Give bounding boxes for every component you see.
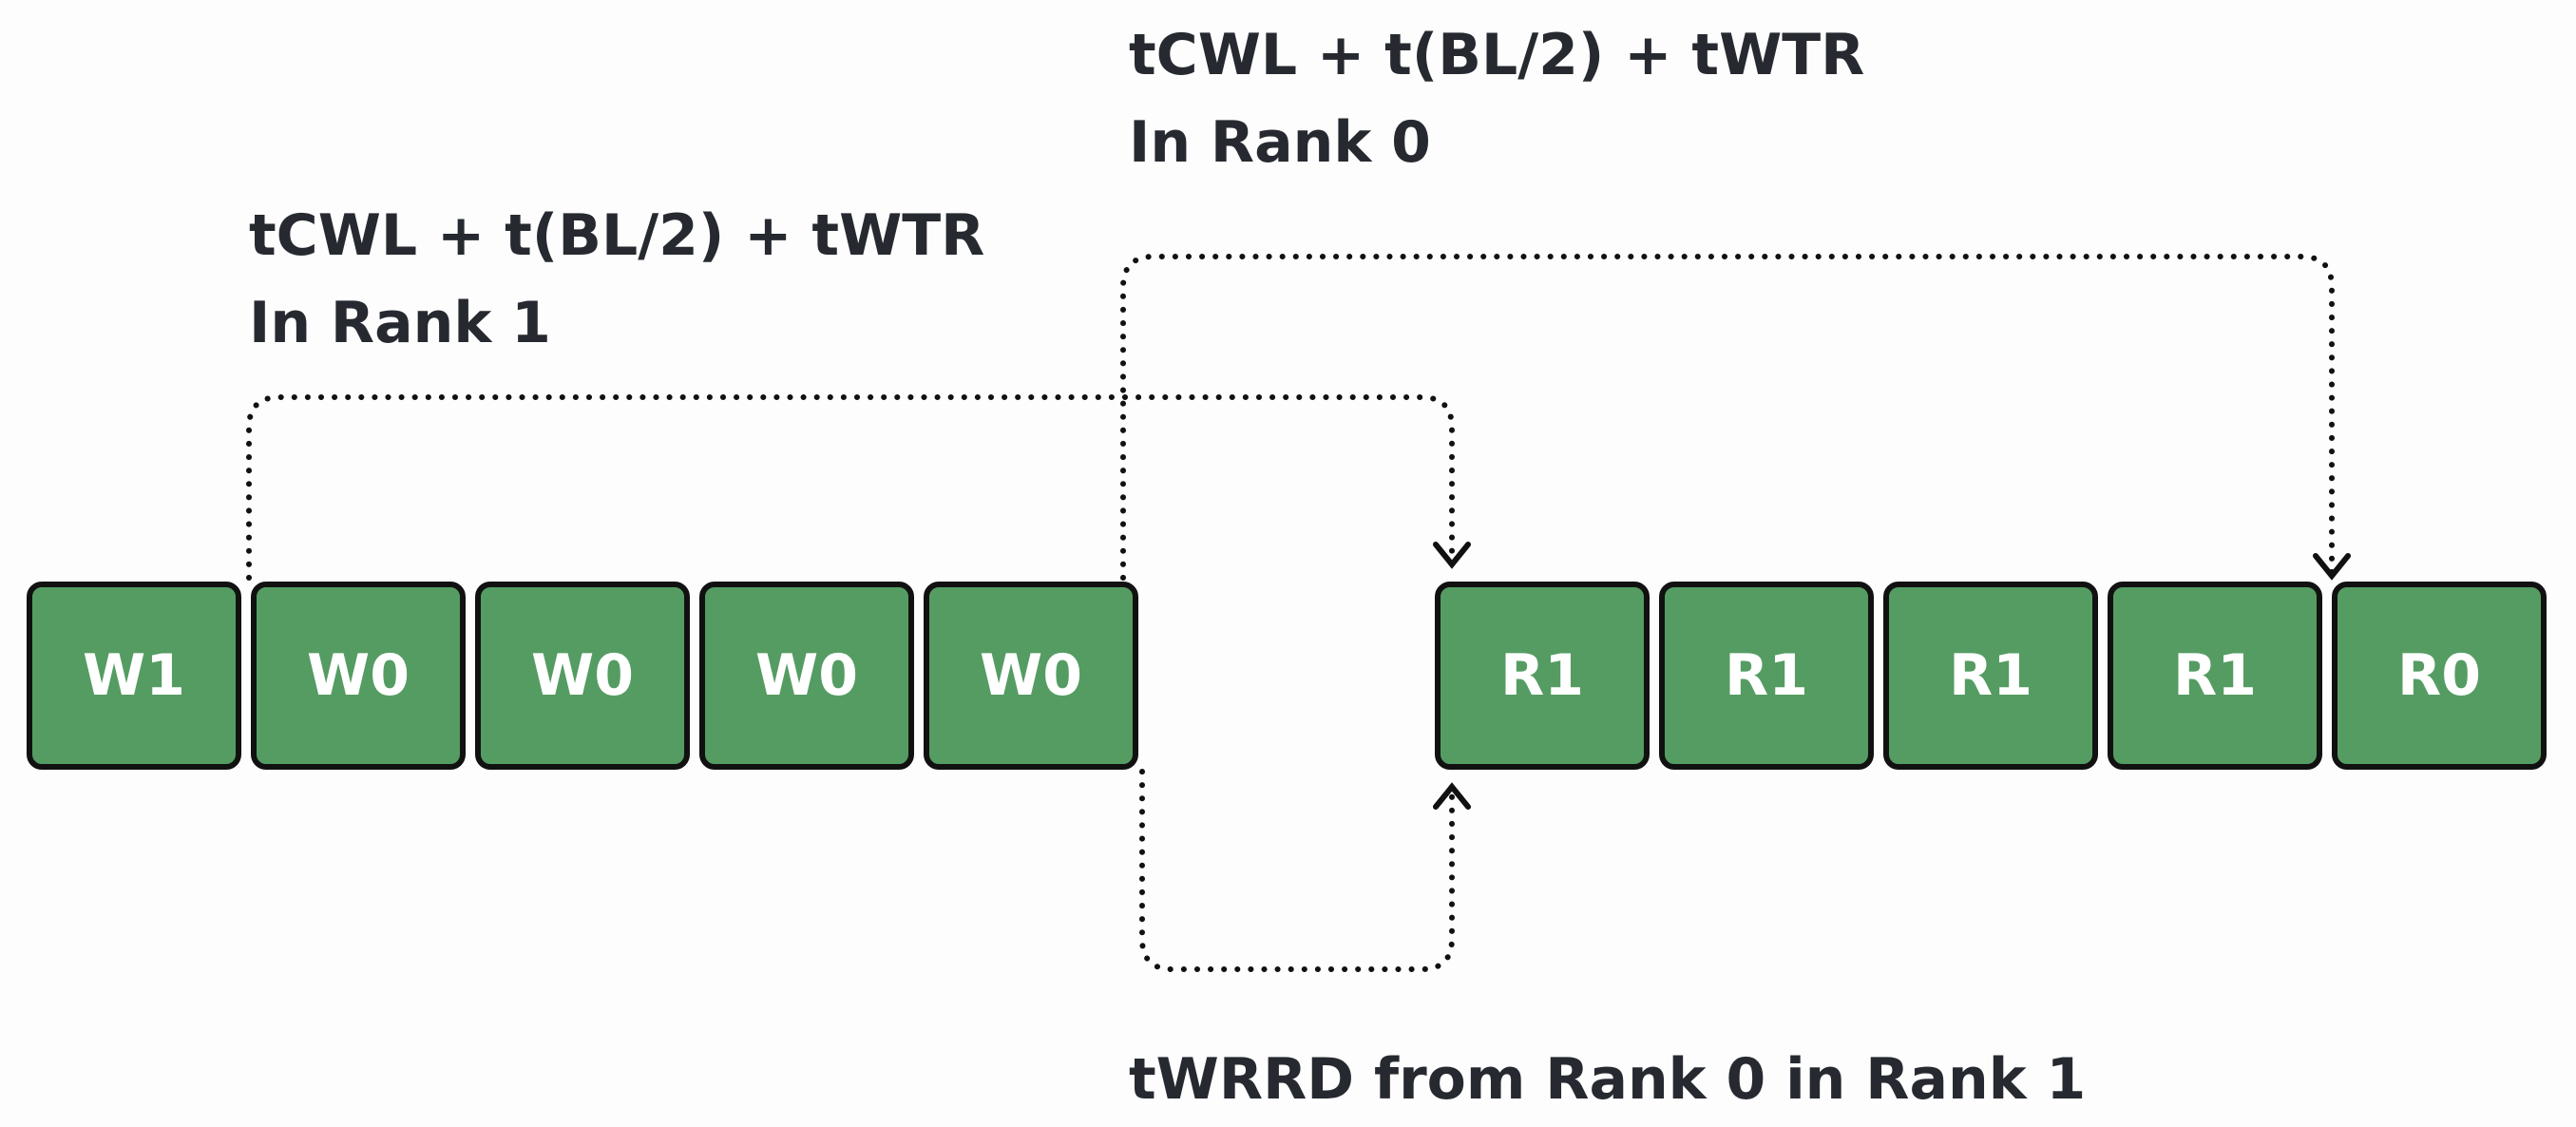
arrowhead-down-icon: [1433, 542, 1471, 569]
read-command-block: R1: [1883, 582, 2098, 770]
arrowhead-up-icon: [1433, 782, 1471, 810]
read-command-block: R1: [1659, 582, 1874, 770]
write-command-block: W0: [699, 582, 914, 770]
write-command-block: W0: [924, 582, 1138, 770]
arrowhead-down-icon: [2313, 553, 2351, 581]
write-command-block: W0: [475, 582, 690, 770]
read-command-block: R1: [1435, 582, 1650, 770]
rank1-timing-label: tCWL + t(BL/2) + tWTR In Rank 1: [249, 192, 984, 367]
rank1-timing-connector: [246, 394, 1455, 581]
rank0-timing-connector: [1120, 254, 2335, 581]
read-command-block: R0: [2332, 582, 2547, 770]
rank0-timing-line2: In Rank 0: [1129, 109, 1431, 176]
rank0-timing-line1: tCWL + t(BL/2) + tWTR: [1129, 22, 1865, 88]
rank0-timing-label: tCWL + t(BL/2) + tWTR In Rank 0: [1129, 11, 1864, 186]
write-command-block: W0: [251, 582, 466, 770]
rank1-timing-line1: tCWL + t(BL/2) + tWTR: [249, 202, 985, 269]
write-command-block: W1: [27, 582, 241, 770]
read-command-block: R1: [2108, 582, 2322, 770]
wrrd-timing-label: tWRRD from Rank 0 in Rank 1: [1129, 1046, 2087, 1113]
wrrd-timing-connector: [1139, 769, 1455, 972]
rank1-timing-line2: In Rank 1: [249, 290, 551, 356]
